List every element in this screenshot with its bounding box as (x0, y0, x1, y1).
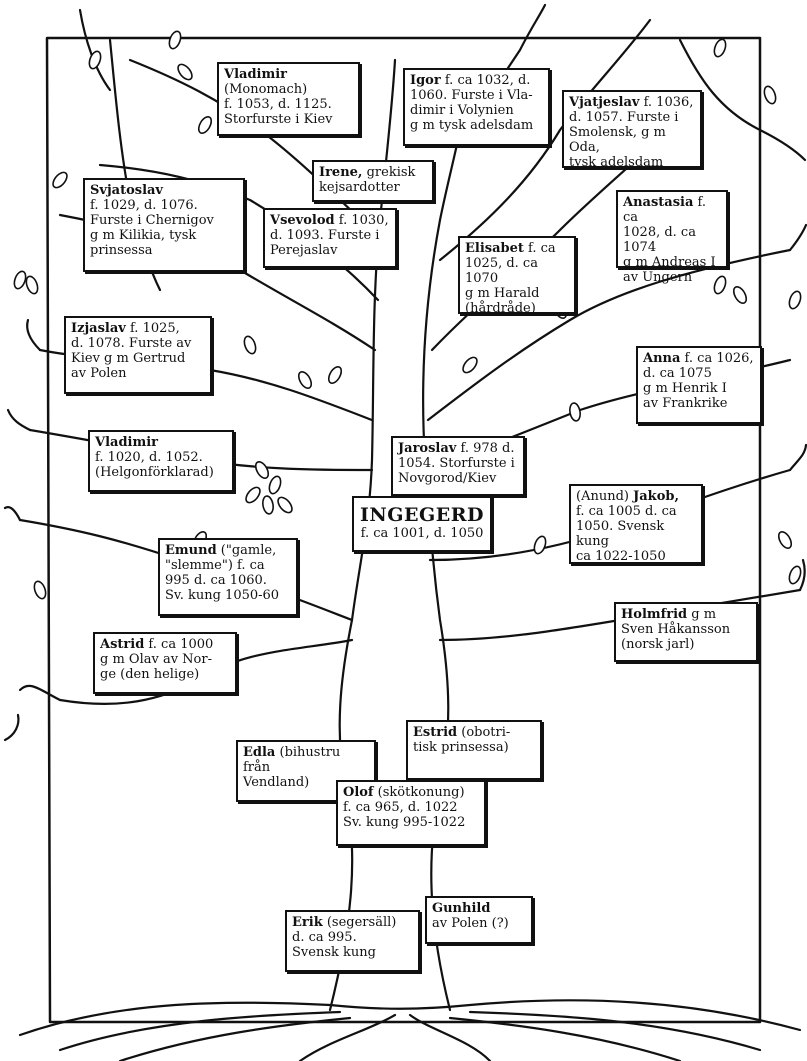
person-izjaslav: Izjaslav f. 1025, d. 1078. Furste av Kie… (64, 316, 212, 394)
person-jakob: (Anund) Jakob, f. ca 1005 d. ca 1050. Sv… (569, 484, 703, 564)
person-jaroslav: Jaroslav f. 978 d. 1054. Storfurste i No… (391, 436, 525, 496)
person-vsevolod: Vsevolod f. 1030, d. 1093. Furste i Pere… (263, 208, 397, 268)
person-anna: Anna f. ca 1026, d. ca 1075 g m Henrik I… (636, 346, 762, 424)
person-vjatjeslav: Vjatjeslav f. 1036, d. 1057. Furste i Sm… (562, 90, 702, 170)
person-vladimir-helgon: Vladimir f. 1020, d. 1052. (Helgonförkla… (88, 430, 234, 492)
person-elisabet: Elisabet f. ca 1025, d. ca 1070 g m Hara… (458, 236, 576, 316)
person-holmfrid: Holmfrid g m Sven Håkansson (norsk jarl) (614, 602, 758, 662)
person-svjatoslav: Svjatoslav f. 1029, d. 1076. Furste i Ch… (83, 178, 245, 272)
person-estrid: Estrid (obotri- tisk prinsessa) (406, 720, 542, 780)
person-vladimir-monomach: Vladimir(Monomach) f. 1053, d. 1125. Sto… (217, 62, 360, 136)
person-gunhild: Gunhild av Polen (?) (425, 896, 533, 944)
tree-roots (18, 999, 802, 1037)
person-astrid: Astrid f. ca 1000 g m Olav av Nor- ge (d… (93, 632, 237, 694)
person-erik: Erik (segersäll) d. ca 995. Svensk kung (285, 910, 420, 972)
person-igor: Igor f. ca 1032, d. 1060. Furste i Vla- … (403, 68, 550, 146)
person-anastasia: Anastasia f. ca 1028, d. ca 1074 g m And… (616, 190, 728, 285)
person-irene: Irene, grekisk kejsardotter (312, 160, 434, 202)
person-olof: Olof (skötkonung) f. ca 965, d. 1022 Sv.… (336, 780, 486, 846)
person-emund: Emund ("gamle, "slemme") f. ca 995 d. ca… (158, 538, 298, 616)
